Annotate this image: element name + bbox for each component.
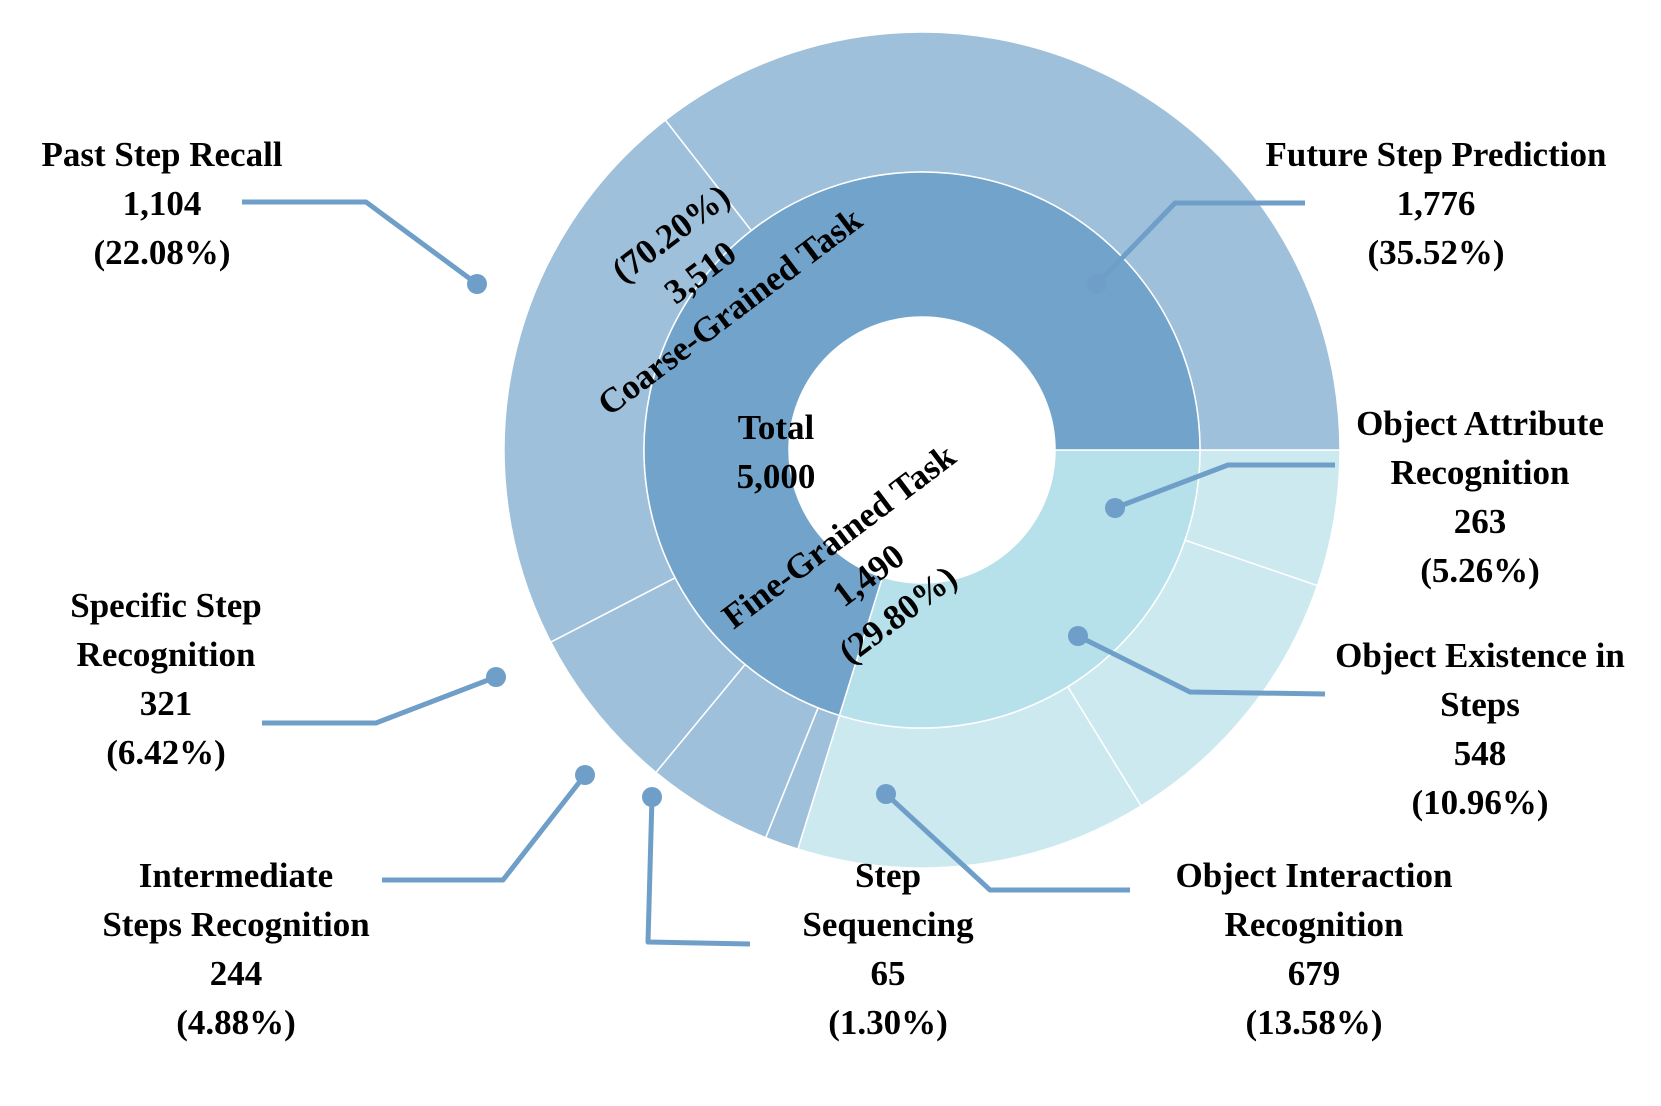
- outer-label-name: Step: [855, 856, 921, 895]
- leader-dot-past-step-recall: [467, 274, 487, 294]
- leader-line-step-sequencing: [645, 796, 751, 947]
- leader-dot-object-attribute-recognition: [1105, 498, 1125, 518]
- leader-dot-specific-step-recognition: [486, 667, 506, 687]
- outer-label-value: 263: [1454, 502, 1507, 541]
- outer-label-name: Recognition: [1391, 453, 1570, 492]
- leader-dot-future-step-prediction: [1087, 274, 1107, 294]
- leader-dot-object-interaction-recognition: [876, 784, 896, 804]
- outer-label-past-step-recall: Past Step Recall 1,104 (22.08%): [41, 135, 282, 272]
- outer-label-percent: (13.58%): [1245, 1003, 1382, 1042]
- outer-label-name: Recognition: [1225, 905, 1404, 944]
- leader-line-future-step-prediction: [1095, 200, 1305, 286]
- outer-label-percent: (22.08%): [93, 233, 230, 272]
- outer-label-value: 1,104: [123, 184, 202, 223]
- outer-label-value: 679: [1288, 954, 1341, 993]
- outer-label-percent: (35.52%): [1367, 233, 1504, 272]
- leader-dot-step-sequencing: [642, 787, 662, 807]
- total-label: Total: [738, 408, 815, 447]
- outer-label-object-existence-in-steps: Object Existence in Steps 548 (10.96%): [1335, 636, 1625, 822]
- outer-label-name: Specific Step: [70, 586, 262, 625]
- outer-label-percent: (10.96%): [1411, 783, 1548, 822]
- leader-line-past-step-recall: [242, 199, 479, 287]
- leader-line-specific-step-recognition: [262, 674, 497, 726]
- outer-label-name: Recognition: [77, 635, 256, 674]
- leader-lines: [242, 199, 1335, 947]
- center-hole: Total 5,000: [737, 317, 1055, 583]
- outer-label-value: 321: [140, 684, 193, 723]
- leader-dot-intermediate-steps-recognition: [575, 765, 595, 785]
- outer-label-percent: (4.88%): [176, 1003, 296, 1042]
- leader-line-object-existence-in-steps: [1076, 633, 1326, 697]
- leader-dot-object-existence-in-steps: [1068, 626, 1088, 646]
- outer-label-value: 65: [871, 954, 906, 993]
- outer-label-name: Sequencing: [802, 905, 974, 944]
- leader-line-intermediate-steps-recognition: [382, 773, 587, 883]
- outer-label-name: Object Existence in: [1335, 636, 1625, 675]
- total-value: 5,000: [737, 457, 816, 496]
- outer-label-name: Past Step Recall: [41, 135, 282, 174]
- outer-label-value: 244: [210, 954, 263, 993]
- outer-label-name: Future Step Prediction: [1266, 135, 1607, 174]
- outer-label-name: Object Attribute: [1356, 404, 1604, 443]
- leader-line-object-attribute-recognition: [1114, 462, 1335, 511]
- outer-label-value: 1,776: [1397, 184, 1476, 223]
- outer-label-name: Object Interaction: [1175, 856, 1452, 895]
- outer-label-name: Intermediate: [139, 856, 333, 895]
- outer-label-future-step-prediction: Future Step Prediction 1,776 (35.52%): [1266, 135, 1607, 272]
- leader-line-object-interaction-recognition: [884, 792, 1130, 893]
- outer-label-percent: (1.30%): [828, 1003, 948, 1042]
- outer-ring-labels: Object AttributeRecognition263(5.26%)Obj…: [41, 135, 1624, 1042]
- outer-label-percent: (5.26%): [1420, 551, 1540, 590]
- outer-label-value: 548: [1454, 734, 1507, 773]
- center-circle: [789, 317, 1055, 583]
- outer-label-name: Steps: [1440, 685, 1520, 724]
- outer-ring: [503, 31, 1341, 869]
- outer-label-percent: (6.42%): [106, 733, 226, 772]
- outer-label-name: Steps Recognition: [102, 905, 369, 944]
